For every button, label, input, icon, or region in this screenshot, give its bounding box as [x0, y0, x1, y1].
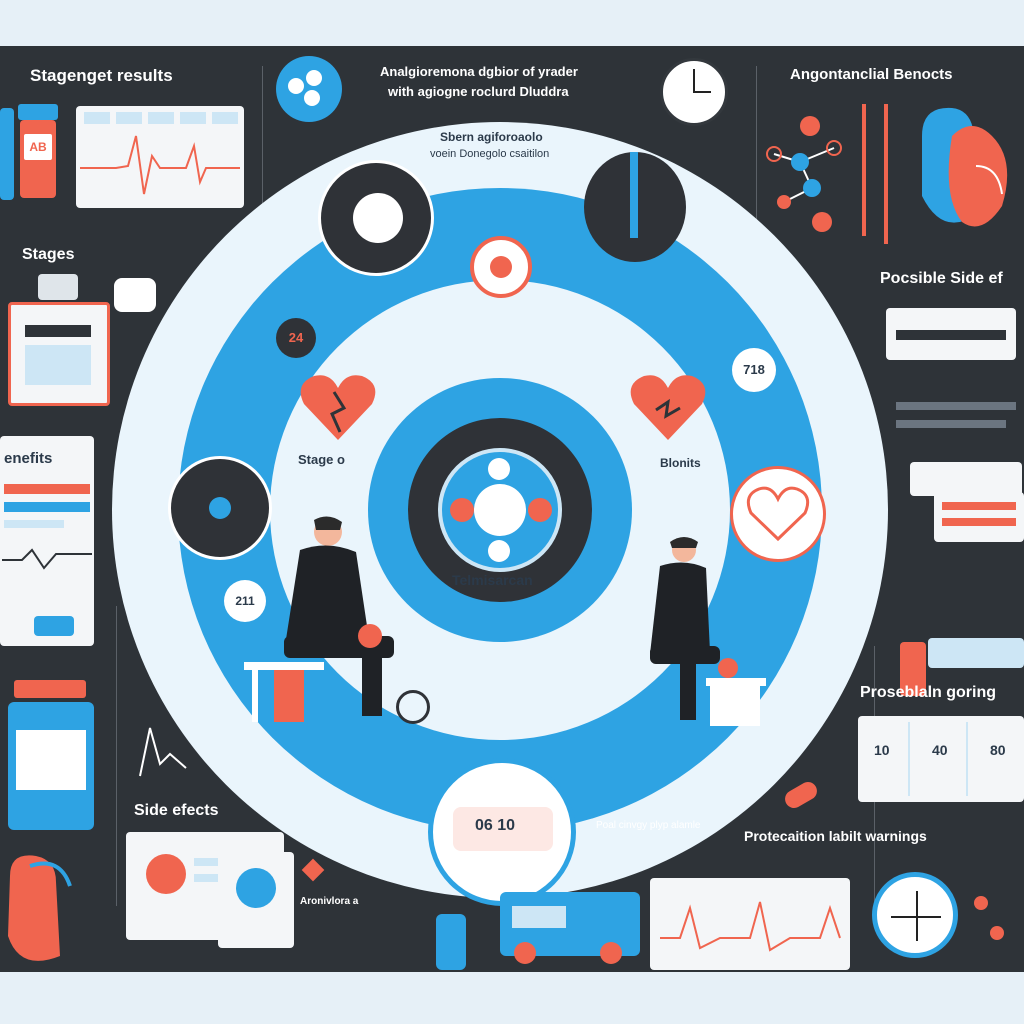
ring-top-label-1: Sbern agiforoaolo [440, 130, 543, 144]
molecule-icon [276, 56, 342, 122]
top-title-1: Analgioremona dgbior of yrader [380, 64, 578, 79]
heart-anatomy-icon [922, 107, 1008, 227]
divider [116, 606, 117, 906]
info-card [910, 462, 1022, 496]
stage-disc-left [318, 160, 434, 276]
profile-card [218, 852, 294, 948]
side-effects-title: Side efects [134, 802, 219, 819]
graph-icon [139, 727, 187, 777]
right-small-label: Poal cinvgy plyp alamle [596, 820, 701, 831]
ecg-chart-icon [80, 112, 240, 195]
badge-718: 718 [732, 348, 776, 392]
target-icon [470, 236, 532, 298]
possible-side-title: Pocsible Side ef [880, 270, 1003, 287]
dose-card: 10 40 80 [858, 716, 1024, 802]
dial-disc [168, 456, 272, 560]
dial-value: 06 10 [475, 817, 516, 834]
clock-icon [660, 58, 728, 126]
dose-10: 10 [874, 742, 890, 758]
heart-icon-right [630, 375, 706, 440]
patient-figure-right [650, 537, 766, 726]
wheel-icon [396, 690, 430, 724]
badge-24: 24 [276, 318, 316, 358]
benefits-title: enefits [4, 450, 53, 467]
angio-benefits-title: Angontanclial Benocts [790, 66, 953, 83]
diamond-icon [301, 858, 325, 882]
syringe-icon [436, 914, 466, 970]
capsule-icon [781, 778, 821, 812]
dot-icon [974, 896, 988, 910]
left-small-label: Aronivlora a [300, 896, 359, 907]
ambulance-icon [500, 892, 640, 964]
text-line [896, 402, 1016, 410]
doctor-disc [584, 152, 686, 262]
stage-results-title: Stagenget results [30, 66, 173, 85]
heart-icon [8, 855, 72, 961]
heart-icon-left [300, 375, 376, 440]
heart-disc [730, 466, 826, 562]
heart-rate-card [650, 878, 850, 970]
thermometer-icon [862, 104, 866, 236]
pill-bottle-small [900, 642, 926, 696]
benefits-card: enefits [0, 436, 94, 646]
warning-card [934, 492, 1024, 542]
blonits-label: Blonits [660, 456, 701, 470]
side-effect-card [886, 308, 1016, 360]
center-core [474, 484, 526, 536]
pill-bottle: AB [18, 104, 58, 208]
center-node [488, 458, 510, 480]
ring-top-label-2: voein Donegolo csaitilon [430, 148, 550, 160]
pill-bottle-large [8, 680, 94, 830]
patient-figure-left [244, 516, 394, 722]
dose-40: 40 [932, 742, 948, 758]
ecg-card [76, 106, 244, 208]
center-node [488, 540, 510, 562]
stages-title: Stages [22, 246, 75, 263]
center-node [528, 498, 552, 522]
stage-label: Stage o [298, 452, 345, 467]
top-title-2: with agiogne roclurd Dluddra [388, 84, 569, 99]
thermometer-icon [884, 104, 888, 244]
dot-icon [990, 926, 1004, 940]
bottle-cap [38, 274, 78, 300]
center-node [450, 498, 474, 522]
drug-name-label: Telmisarcan [452, 572, 533, 588]
compass-icon [872, 872, 958, 958]
speech-bubble-icon [114, 278, 156, 312]
info-strip [928, 638, 1024, 668]
dose-80: 80 [990, 742, 1006, 758]
possible-goring-title: Proseblaln goring [860, 684, 997, 701]
infographic-panel: Stagenget results AB Analgioremona dgbio… [0, 46, 1024, 972]
pill-label: AB [24, 134, 52, 160]
date-badge: 211 [224, 580, 266, 622]
side-strip [0, 108, 14, 200]
medicine-box [8, 302, 110, 406]
text-line [896, 420, 1006, 428]
molecule-network-icon [766, 116, 842, 232]
protection-warnings-title: Protecaition labilt warnings [744, 828, 927, 844]
bottom-dial: 06 10 [428, 758, 576, 906]
